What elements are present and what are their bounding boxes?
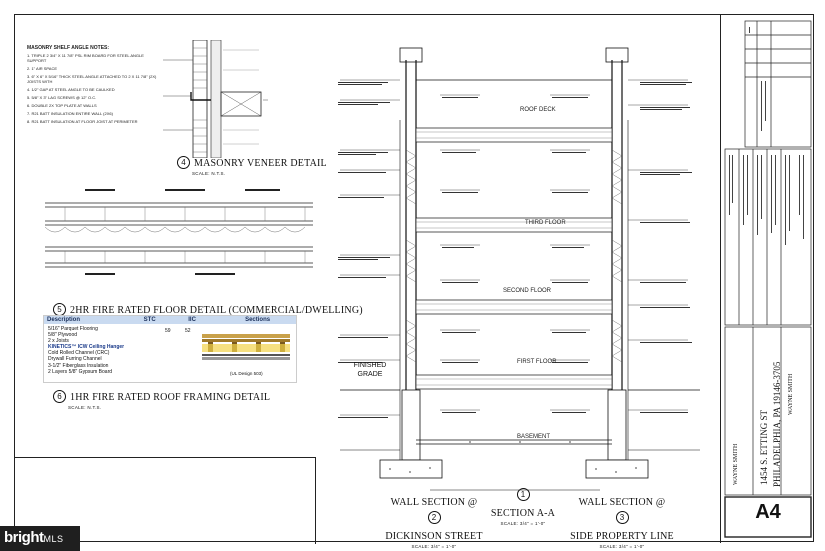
- section-number-badge: 1: [516, 487, 530, 501]
- address-line-2: PHILADELPHIA, PA 19146-3705: [772, 361, 782, 487]
- masonry-note: 7. R21 BATT INSULATION ENTIRE WALL (2X6): [27, 111, 113, 116]
- spec-row: 3-1/2" Fiberglass Insulation: [48, 362, 109, 369]
- spec-row: 2 Layers 5/8" Gypsum Board: [48, 368, 113, 375]
- masonry-note: 6. DOUBLE 2X TOP PLATE AT WALLS: [27, 103, 97, 108]
- spec-row: KINETICS™ ICW Ceiling Hanger: [48, 344, 125, 351]
- section-number-badge: 2: [427, 510, 441, 524]
- watermark-suffix: MLS: [43, 534, 64, 544]
- masonry-notes-header: MASONRY SHELF ANGLE NOTES:: [27, 45, 110, 51]
- ul-design: (UL Design 503): [230, 371, 263, 376]
- stc-value: 59: [165, 328, 171, 334]
- spec-row: 2 x Joists: [48, 338, 69, 345]
- iic-value: 52: [185, 328, 191, 334]
- section-a-a-title: 1 SECTION A-A SCALE: 3/4" = 1'-0": [483, 485, 563, 526]
- section-scale: SCALE: 3/4" = 1'-0": [599, 544, 645, 549]
- section-title: WALL SECTION @: [390, 497, 478, 508]
- section-title: WALL SECTION @: [578, 497, 666, 508]
- section-scale: SCALE: 3/4" = 1'-0": [411, 544, 457, 549]
- spec-row: Cold Rolled Channel (CRC): [48, 350, 110, 357]
- masonry-detail-title: 4 MASONRY VENEER DETAIL SCALE: N.T.S.: [177, 153, 327, 176]
- detail-scale: SCALE: N.T.S.: [192, 171, 226, 176]
- level-label-finished-grade: FINISHED GRADE: [353, 362, 387, 378]
- detail-number-badge: 6: [53, 389, 66, 403]
- address-line-1: 1454 S. ETTING ST: [759, 410, 769, 485]
- section-number-badge: 3: [615, 510, 629, 524]
- title-block-frame: [724, 20, 812, 538]
- roof-detail-title: 6 1HR FIRE RATED ROOF FRAMING DETAIL SCA…: [53, 387, 270, 410]
- masonry-note: 3. 6" X 6" X 5/16" THICK STEEL ANGLE ATT…: [27, 74, 157, 84]
- level-label-first-floor: FIRST FLOOR: [517, 359, 557, 365]
- masonry-note: 8. R21 BATT INSULATION AT FLOOR JOIST AT…: [27, 119, 138, 124]
- col-sections: Sections: [219, 316, 296, 324]
- level-label-roof-deck: ROOF DECK: [520, 107, 556, 113]
- col-stc: STC: [140, 316, 186, 324]
- wall-section-side-title: WALL SECTION @ 3 SIDE PROPERTY LINE SCAL…: [563, 497, 681, 549]
- detail-title: MASONRY VENEER DETAIL: [194, 158, 327, 169]
- roof-spec-table: Description STC IIC Sections 5/16" Parqu…: [43, 315, 297, 383]
- masonry-note: 1. TRIPLE 2 3/4" X 11 7/8" PSL RIM BOARD…: [27, 53, 144, 63]
- blank-panel: [15, 457, 316, 544]
- detail-title: 1HR FIRE RATED ROOF FRAMING DETAIL: [70, 392, 271, 403]
- wall-section-dickinson-title: WALL SECTION @ 2 DICKINSON STREET SCALE:…: [379, 497, 489, 549]
- masonry-note: 2. 1" AIR SPACE: [27, 66, 58, 71]
- spec-row: 5/16" Parquet Flooring: [48, 326, 98, 332]
- masonry-notes: MASONRY SHELF ANGLE NOTES: 1. TRIPLE 2 3…: [27, 45, 157, 124]
- section-title: SECTION A-A: [490, 508, 556, 519]
- owner-name-secondary: WAYNE SMITH: [733, 443, 739, 485]
- section-drawing: [338, 47, 700, 491]
- detail-number-badge: 4: [177, 155, 190, 169]
- level-label-third-floor: THIRD FLOOR: [525, 220, 566, 226]
- detail-number-badge: 5: [53, 302, 66, 316]
- drawing-sheet: MASONRY SHELF ANGLE NOTES: 1. TRIPLE 2 3…: [14, 14, 816, 549]
- detail-title: 2HR FIRE RATED FLOOR DETAIL (COMMERCIAL/…: [70, 305, 363, 316]
- floor-detail-drawing: [45, 189, 313, 275]
- roof-section-drawing: [202, 334, 290, 360]
- col-iic: IIC: [185, 316, 220, 324]
- watermark-logo: brightMLS: [0, 526, 80, 551]
- masonry-detail-drawing: [163, 40, 268, 158]
- detail-scale: SCALE: N.T.S.: [68, 405, 102, 410]
- owner-name: WAYNE SMITH: [788, 373, 794, 415]
- section-title: SIDE PROPERTY LINE: [570, 531, 674, 542]
- masonry-note: 5. 5/8" X 3" LAG SCREWS @ 12" O.C.: [27, 95, 97, 100]
- level-label-basement: BASEMENT: [517, 434, 551, 440]
- spec-row: Drywall Furring Channel: [48, 356, 102, 363]
- masonry-note: 4. 1/2" GAP AT STEEL ANGLE TO BE CAULKED: [27, 87, 115, 92]
- section-scale: SCALE: 3/4" = 1'-0": [500, 521, 546, 526]
- sheet-number: A4: [755, 501, 781, 523]
- section-title: DICKINSON STREET: [385, 531, 483, 542]
- col-description: Description: [44, 316, 141, 324]
- level-label-second-floor: SECOND FLOOR: [503, 288, 552, 294]
- watermark-brand: bright: [4, 529, 44, 546]
- spec-row: 5/8" Plywood: [48, 332, 78, 339]
- title-block: 1454 S. ETTING ST PHILADELPHIA, PA 19146…: [720, 15, 816, 543]
